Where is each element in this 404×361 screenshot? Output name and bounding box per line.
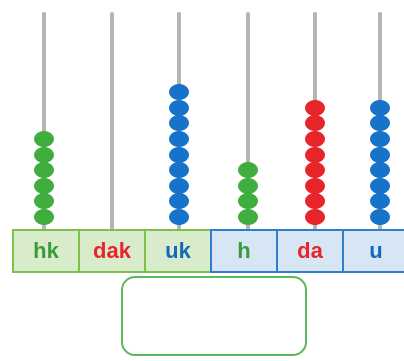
bead-u-1	[370, 209, 390, 225]
bead-da-3	[305, 177, 325, 194]
bead-uk-2	[169, 193, 189, 210]
place-label-uk: uk	[144, 229, 212, 273]
answer-input-box[interactable]	[121, 276, 307, 356]
bead-da-1	[305, 209, 325, 225]
bead-u-7	[370, 115, 390, 132]
bead-hk-1	[34, 209, 54, 225]
rod-dak	[110, 12, 114, 232]
place-label-dak: dak	[78, 229, 146, 273]
bead-uk-9	[169, 84, 189, 101]
bead-hk-2	[34, 193, 54, 210]
bead-u-8	[370, 99, 390, 116]
bead-u-5	[370, 146, 390, 163]
rod-hk	[42, 12, 46, 232]
bead-uk-6	[169, 131, 189, 147]
bead-u-6	[370, 131, 390, 147]
place-label-hk: hk	[12, 229, 80, 273]
bead-da-7	[305, 115, 325, 132]
bead-u-2	[370, 193, 390, 210]
bead-hk-3	[34, 177, 54, 194]
bead-uk-5	[169, 146, 189, 163]
place-label-h: h	[210, 229, 278, 273]
bead-uk-4	[169, 162, 189, 179]
bead-uk-8	[169, 99, 189, 116]
bead-da-8	[305, 99, 325, 116]
bead-h-4	[238, 162, 258, 179]
bead-u-3	[370, 177, 390, 194]
place-label-u: u	[342, 229, 404, 273]
place-label-da: da	[276, 229, 344, 273]
bead-uk-7	[169, 115, 189, 132]
bead-h-1	[238, 209, 258, 225]
bead-u-4	[370, 162, 390, 179]
bead-da-5	[305, 146, 325, 163]
bead-uk-1	[169, 209, 189, 225]
bead-da-4	[305, 162, 325, 179]
bead-uk-3	[169, 177, 189, 194]
bead-h-2	[238, 193, 258, 210]
rod-h	[246, 12, 250, 232]
bead-hk-5	[34, 146, 54, 163]
bead-h-3	[238, 177, 258, 194]
bead-da-2	[305, 193, 325, 210]
bead-hk-4	[34, 162, 54, 179]
bead-da-6	[305, 131, 325, 147]
bead-hk-6	[34, 131, 54, 147]
